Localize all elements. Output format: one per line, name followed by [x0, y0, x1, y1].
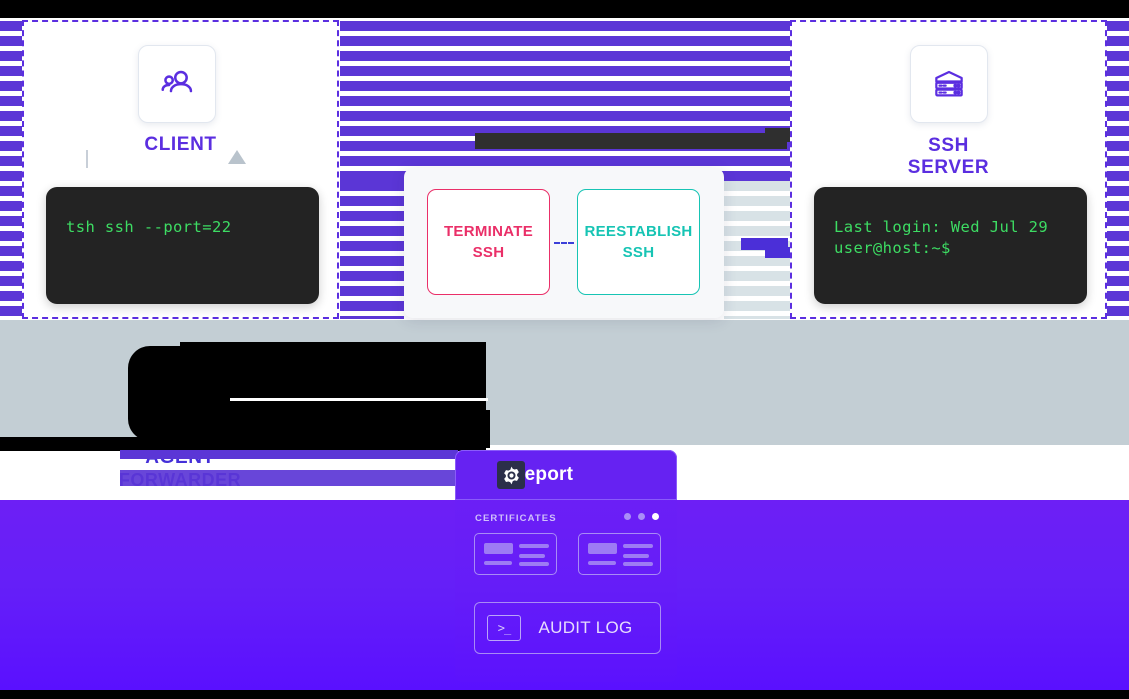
reestablish-ssh-box[interactable]: REESTABLISH SSH	[577, 189, 700, 295]
certificate-line	[588, 561, 616, 565]
certificate-line	[519, 562, 549, 566]
reestablish-line2: SSH	[622, 244, 655, 261]
agent-sublabel: FORWARDER	[118, 470, 242, 490]
certificate-line	[623, 544, 653, 548]
glitch-dark-band	[475, 133, 787, 149]
gear-icon	[503, 466, 519, 484]
terminate-ssh-box[interactable]: TERMINATE SSH	[427, 189, 550, 295]
ssh-server-label-line1: SSH	[928, 135, 969, 156]
session-state-card: TERMINATE SSH REESTABLISH SSH	[404, 168, 724, 318]
glitch-dark-smear-server	[765, 128, 790, 142]
client-terminal: tsh ssh --port=22	[46, 187, 319, 304]
pagination-dot-1[interactable]	[624, 513, 631, 520]
users-icon	[161, 70, 193, 93]
glitch-stripes-center-top	[340, 21, 790, 181]
glitch-purple-smear-right	[741, 238, 788, 250]
audit-log-label: AUDIT LOG	[538, 618, 633, 637]
reestablish-ssh-text: REESTABLISH SSH	[584, 221, 692, 263]
ssh-server-label-line2: SERVER	[907, 157, 990, 178]
pagination-dot-3[interactable]	[652, 513, 659, 520]
pagination-dots[interactable]	[624, 513, 659, 520]
reestablish-arrow-up-icon	[228, 150, 246, 164]
reestablish-line1: REESTABLISH	[584, 223, 693, 240]
glitch-stripes-server-left-top	[767, 21, 790, 181]
node-panel-ssh-server: SSH SERVER Last login: Wed Jul 29 user@h…	[790, 20, 1107, 319]
certificate-line	[484, 561, 512, 565]
server-icon-tile	[910, 45, 988, 123]
glitch-stripes-center-left	[340, 181, 404, 319]
terminal-icon: >_	[487, 615, 521, 641]
glitch-stripes-far-right	[1107, 21, 1129, 319]
key-icon	[168, 384, 194, 413]
gear-icon-tile	[497, 461, 525, 489]
certificate-chip-icon	[484, 543, 513, 554]
glitch-stripes-center-right	[724, 181, 790, 319]
terminate-line1: TERMINATE	[443, 223, 534, 240]
certificate-line	[623, 562, 653, 566]
certificate-card-1[interactable]	[474, 533, 557, 575]
certificate-line	[623, 554, 649, 558]
teleport-header: Teleport	[455, 450, 677, 500]
certificate-chip-icon	[588, 543, 617, 554]
ssh-server-terminal: Last login: Wed Jul 29 user@host:~$	[814, 187, 1087, 304]
certificate-card-2[interactable]	[578, 533, 661, 575]
terminate-stem-line	[86, 150, 88, 168]
audit-log-button[interactable]: >_ AUDIT LOG	[474, 602, 661, 654]
ssh-server-terminal-text: Last login: Wed Jul 29 user@host:~$	[834, 218, 1049, 257]
server-icon	[935, 70, 963, 97]
certificate-line	[519, 554, 545, 558]
terminate-line2: SSH	[472, 244, 505, 261]
key-icon-tile	[136, 357, 224, 439]
dashed-connector	[554, 242, 574, 244]
top-black-bar	[0, 0, 1129, 18]
pagination-dot-2[interactable]	[638, 513, 645, 520]
bottom-black-bar	[0, 690, 1129, 699]
node-panel-client: CLIENT tsh ssh --port=22	[22, 20, 339, 319]
terminate-ssh-text: TERMINATE SSH	[444, 221, 533, 263]
users-icon-tile	[138, 45, 216, 123]
agent-label: AGENT	[145, 447, 215, 468]
client-label: CLIENT	[144, 134, 217, 155]
certificates-label: CERTIFICATES	[475, 513, 557, 524]
glitch-stripes-left	[0, 21, 22, 319]
glitch-purple-smear-server	[765, 247, 790, 258]
certificate-line	[519, 544, 549, 548]
client-terminal-text: tsh ssh --port=22	[66, 218, 232, 236]
glitch-stripes-server-left-bottom	[767, 181, 790, 319]
